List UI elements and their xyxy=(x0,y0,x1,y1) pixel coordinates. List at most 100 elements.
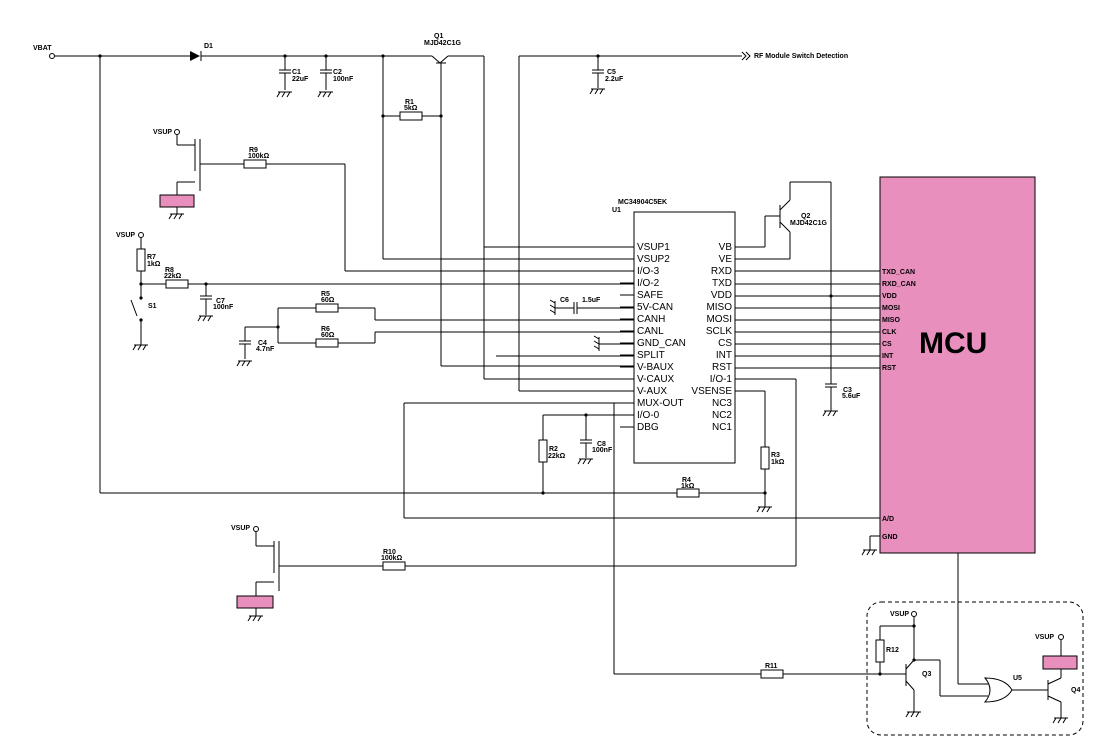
u1-part-number: MC34904C5EK xyxy=(618,199,667,206)
svg-text:R12: R12 xyxy=(886,647,899,654)
svg-text:MJD42C1G: MJD42C1G xyxy=(790,220,828,227)
u1-right-pin: RXD xyxy=(711,266,732,277)
svg-text:C8: C8 xyxy=(597,441,606,448)
svg-text:R7: R7 xyxy=(147,254,156,261)
resistor-r10: R10 100kΩ xyxy=(381,549,406,571)
resistor-r5: R5 60Ω xyxy=(315,291,339,313)
svg-text:C3: C3 xyxy=(843,387,852,394)
u1-right-pin: MOSI xyxy=(706,314,732,325)
svg-text:5.6uF: 5.6uF xyxy=(842,393,861,400)
svg-text:60Ω: 60Ω xyxy=(321,332,335,339)
svg-text:D1: D1 xyxy=(204,43,213,50)
svg-text:22uF: 22uF xyxy=(292,76,309,83)
resistor-r3: R3 1kΩ xyxy=(760,446,785,470)
svg-text:R4: R4 xyxy=(682,477,691,484)
switch-button-top xyxy=(159,194,195,208)
gnd-can-ground xyxy=(593,335,634,351)
switch-r10-circuit: VSUP R10 100kΩ xyxy=(231,525,796,622)
resistor-r4: R4 1kΩ xyxy=(676,477,700,498)
u1-right-pin: NC3 xyxy=(712,398,732,409)
svg-text:60Ω: 60Ω xyxy=(321,297,335,304)
u1-right-pin: VDD xyxy=(711,290,732,301)
svg-text:100kΩ: 100kΩ xyxy=(248,153,270,160)
svg-text:1kΩ: 1kΩ xyxy=(771,459,785,466)
transistor-q4: Q4 xyxy=(1040,677,1080,703)
can-termination: R5 60Ω R6 60Ω C4 4.7nF xyxy=(236,291,634,367)
mcu-block: MCU TXD_CANRXD_CANVDDMOSIMISOCLKCSINTRST… xyxy=(861,176,1036,556)
mcu-pin: CLK xyxy=(882,329,896,336)
q3-circuit: VSUP R12 Q3 xyxy=(875,611,988,718)
u1-left-pin: I/O-2 xyxy=(637,278,660,289)
svg-text:R1: R1 xyxy=(405,99,414,106)
u1-left-pin: SPLIT xyxy=(637,350,665,361)
s1-circuit: VSUP R7 1kΩ R8 22kΩ C7 100nF xyxy=(116,232,634,351)
resistor-r7: R7 1kΩ xyxy=(136,248,161,272)
mcu-body xyxy=(879,176,1036,554)
resistor-r8: R8 22kΩ xyxy=(164,267,189,289)
u1-left-pin: I/O-0 xyxy=(637,410,660,421)
capacitor-c7: C7 100nF xyxy=(197,284,234,322)
svg-text:C6: C6 xyxy=(560,297,569,304)
capacitor-c5: C5 2.2uF xyxy=(589,56,624,95)
u1-right-pin: SCLK xyxy=(706,326,732,337)
svg-text:1.5uF: 1.5uF xyxy=(582,297,601,304)
svg-text:U5: U5 xyxy=(1013,675,1022,682)
svg-text:VSUP: VSUP xyxy=(116,232,135,239)
load-block xyxy=(1042,655,1078,670)
resistor-r2: R2 22kΩ xyxy=(538,439,566,463)
diode-d1: D1 xyxy=(190,43,213,61)
svg-text:VSUP: VSUP xyxy=(890,611,909,618)
mcu-pin-ad: A/D xyxy=(882,516,894,523)
capacitor-c8: C8 100nF xyxy=(577,415,613,465)
svg-text:C2: C2 xyxy=(333,69,342,76)
u1-right-pin: CS xyxy=(718,338,732,349)
switch-r9-circuit: VSUP R9 100kΩ xyxy=(153,129,634,272)
capacitor-c6: C6 1.5uF xyxy=(549,297,634,315)
mcu-pin-gnd: GND xyxy=(882,534,898,541)
mcu-pin: TXD_CAN xyxy=(882,269,915,276)
svg-text:1kΩ: 1kΩ xyxy=(147,261,161,268)
svg-text:Q3: Q3 xyxy=(922,671,931,678)
svg-text:Q1: Q1 xyxy=(434,33,443,40)
u1-left-pin: SAFE xyxy=(637,290,663,301)
mcu-pin: INT xyxy=(882,353,894,360)
svg-text:MJD42C1G: MJD42C1G xyxy=(424,40,462,47)
u1-right-pin: I/O-1 xyxy=(710,374,733,385)
transistor-q1: Q1 MJD42C1G xyxy=(424,33,484,70)
u1-left-pin: 5V-CAN xyxy=(637,302,673,313)
svg-text:C5: C5 xyxy=(607,69,616,76)
svg-text:2.2uF: 2.2uF xyxy=(605,76,624,83)
svg-text:R2: R2 xyxy=(549,446,558,453)
u1-left-pin: VSUP1 xyxy=(637,242,670,253)
power-latch-block xyxy=(866,601,1084,736)
mcu-label: MCU xyxy=(919,327,987,360)
u1-right-pin: VE xyxy=(719,254,733,265)
u1-right-pin: MISO xyxy=(706,302,732,313)
u1-right-pin: VB xyxy=(719,242,733,253)
mcu-pin: RXD_CAN xyxy=(882,281,916,288)
u1-ref: U1 xyxy=(612,207,621,214)
rf-detection-label: RF Module Switch Detection xyxy=(754,53,848,60)
svg-text:R9: R9 xyxy=(249,147,258,154)
transistor-q3: Q3 xyxy=(905,659,931,691)
capacitor-c3: C3 5.6uF xyxy=(822,383,861,417)
mcu-pin: CS xyxy=(882,341,892,348)
switch-s1: S1 xyxy=(130,296,157,351)
rf-detection-arrow: RF Module Switch Detection xyxy=(741,51,848,61)
svg-text:VSUP: VSUP xyxy=(231,525,250,532)
u1-left-pin: VSUP2 xyxy=(637,254,670,265)
svg-text:C4: C4 xyxy=(258,340,267,347)
svg-text:R6: R6 xyxy=(321,326,330,333)
mcu-pin: RST xyxy=(882,365,897,372)
u1-right-pins: VBVERXDTXDVDDMISOMOSISCLKCSINTRSTI/O-1VS… xyxy=(691,242,732,433)
svg-text:100nF: 100nF xyxy=(592,447,613,454)
svg-text:R11: R11 xyxy=(765,663,778,670)
svg-text:22kΩ: 22kΩ xyxy=(548,453,566,460)
vbat-label: VBAT xyxy=(33,45,52,52)
u1-right-pin: NC2 xyxy=(712,410,732,421)
vsup-label: VSUP xyxy=(153,129,172,136)
svg-text:R10: R10 xyxy=(383,549,396,556)
svg-text:1kΩ: 1kΩ xyxy=(681,483,695,490)
